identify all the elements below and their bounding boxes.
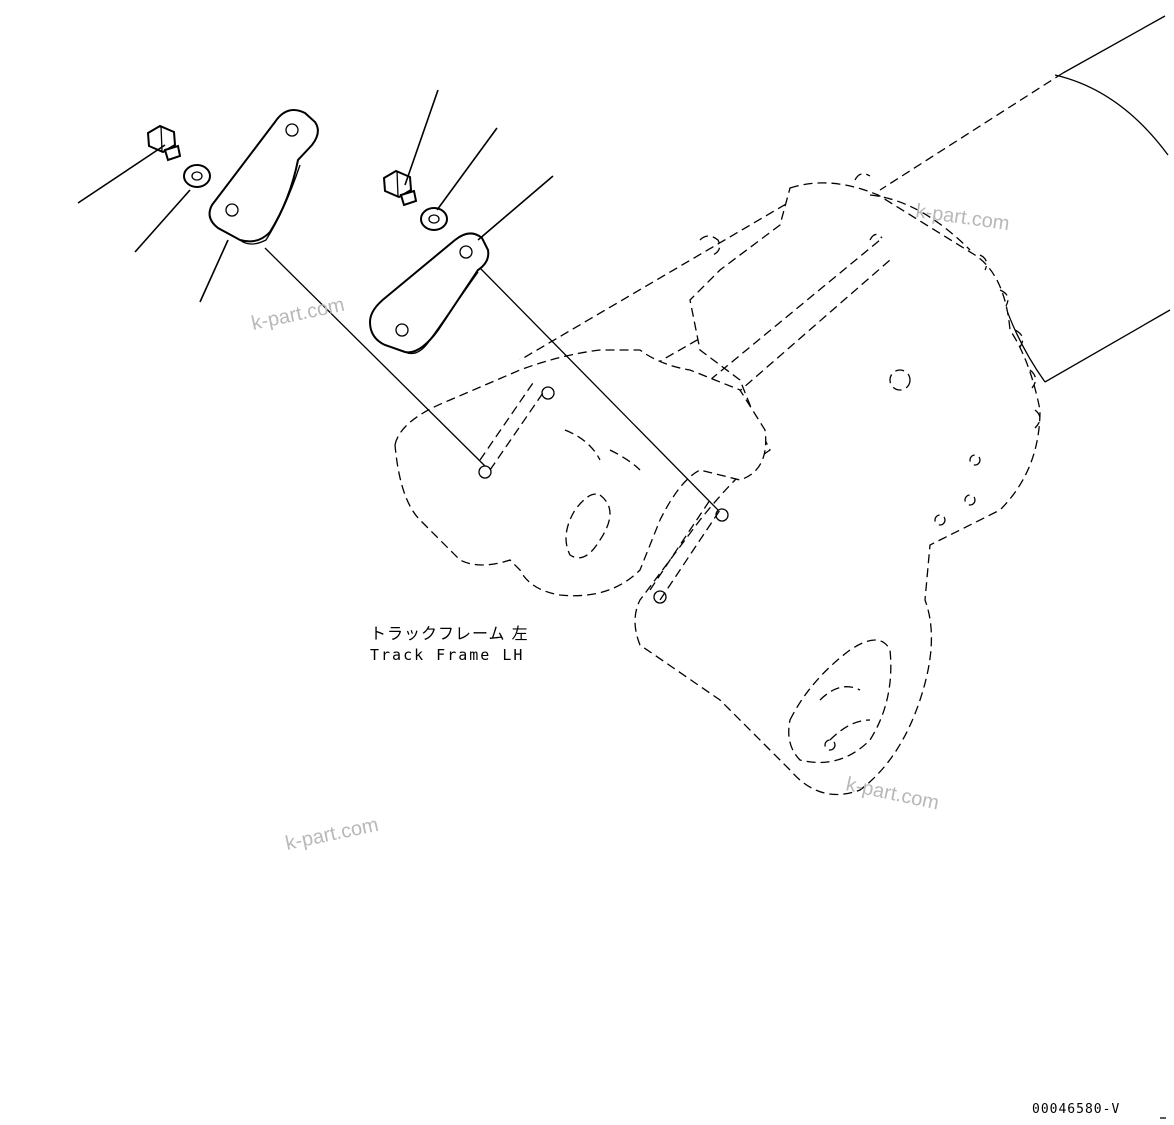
watermark-2: k-part.com (249, 294, 346, 335)
assembly-lines (264, 247, 719, 511)
watermark-4: k-part.com (283, 814, 380, 855)
frame-label-en: Track Frame LH (370, 646, 524, 664)
frame-hole-right (715, 508, 729, 522)
drawing-number: 00046580-V (1032, 1102, 1120, 1117)
hex-bolt-icon (146, 124, 182, 162)
left-part-set (77, 109, 319, 303)
washer-icon-2 (420, 207, 448, 231)
axle-tube (999, 15, 1171, 383)
watermark-3: k-part.com (844, 773, 941, 814)
bracket-plate-icon (208, 109, 319, 245)
right-part-set (368, 89, 554, 355)
hex-bolt-icon-2 (382, 169, 418, 207)
bracket-plate-icon-2 (368, 232, 490, 355)
frame-hole-left-upper (541, 386, 555, 400)
track-frame-outline (394, 72, 1064, 796)
frame-label-jp: トラックフレーム 左 (370, 624, 529, 643)
frame-holes (478, 386, 729, 604)
washer-icon (183, 164, 211, 188)
frame-hole-right-lower (653, 590, 667, 604)
